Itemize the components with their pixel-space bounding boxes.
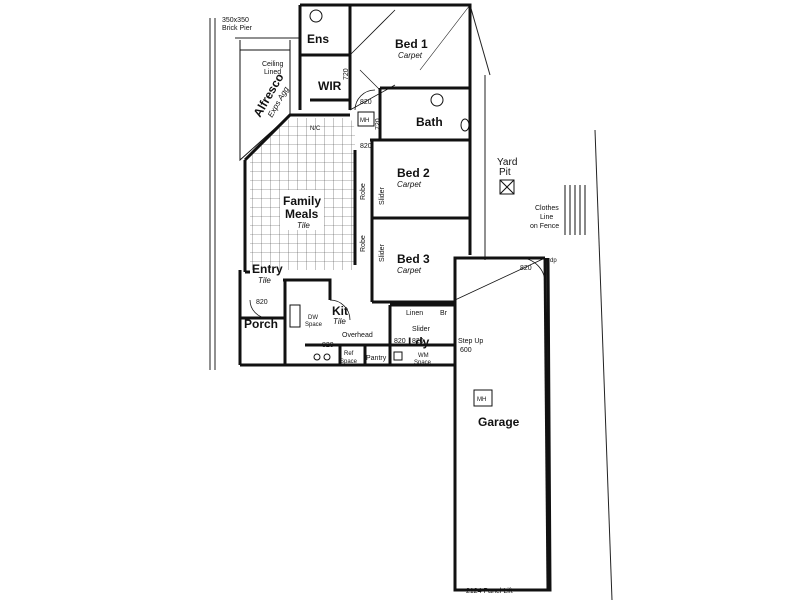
yard-pit-line2: Pit bbox=[499, 167, 511, 178]
bed-diagonals bbox=[359, 4, 471, 91]
dw-space-2: Space bbox=[305, 322, 323, 328]
ldy-trough bbox=[393, 351, 403, 361]
door-swings bbox=[249, 9, 546, 321]
sink-kit bbox=[289, 304, 301, 328]
slider-a: Slider bbox=[379, 186, 386, 205]
slider-c: Slider bbox=[412, 326, 431, 333]
mh-box-2 bbox=[473, 389, 493, 407]
room-ens: Ens bbox=[307, 32, 329, 46]
step-up-dim: 600 bbox=[460, 347, 472, 354]
dim-820-e: 820 bbox=[322, 342, 334, 349]
room-porch: Porch bbox=[244, 317, 278, 331]
boundary-lines bbox=[209, 4, 613, 600]
room-bed2: Bed 2 bbox=[397, 166, 430, 180]
dim-820-c: 820 bbox=[520, 265, 532, 272]
dim-720-b: 720 bbox=[375, 118, 382, 130]
wm-space-2: Space bbox=[414, 360, 432, 366]
room-wir: WIR bbox=[318, 79, 342, 93]
room-family: Family bbox=[283, 194, 321, 208]
mh-label-1: MH bbox=[360, 118, 369, 124]
toilet-ens bbox=[309, 9, 323, 23]
dim-820-g: 820 bbox=[412, 338, 424, 345]
mh-label-2: MH bbox=[477, 397, 486, 403]
dim-820-a: 820 bbox=[360, 99, 372, 106]
ceiling-line1: Ceiling bbox=[262, 61, 284, 68]
slider-b: Slider bbox=[379, 243, 386, 262]
room-entry: Entry bbox=[252, 262, 283, 276]
robe-b: Robe bbox=[360, 235, 367, 252]
dim-820-f: 820 bbox=[394, 338, 406, 345]
clothes-line3: on Fence bbox=[530, 223, 559, 230]
mh-box-1 bbox=[357, 111, 375, 127]
br: Br bbox=[440, 310, 448, 317]
room-bath: Bath bbox=[416, 115, 443, 129]
dim-720-a: 720 bbox=[343, 68, 350, 80]
dim-820-b: 820 bbox=[360, 143, 372, 150]
robe-a: Robe bbox=[360, 183, 367, 200]
room-garage: Garage bbox=[478, 415, 520, 429]
overhead: Overhead bbox=[342, 332, 373, 339]
entry-floor: Tile bbox=[258, 276, 271, 285]
walls bbox=[238, 3, 552, 592]
dim-820-d: 820 bbox=[256, 299, 268, 306]
dp-label: dp bbox=[550, 258, 557, 264]
yard-pit-line1: Yard bbox=[497, 157, 517, 168]
ref-space-2: Space bbox=[340, 359, 358, 365]
brick-pier-line2: Brick Pier bbox=[222, 25, 253, 32]
bed2-floor: Carpet bbox=[397, 180, 422, 189]
step-up: Step Up bbox=[458, 338, 483, 345]
room-kit: Kit bbox=[332, 304, 348, 318]
clothes-line1: Clothes bbox=[535, 205, 559, 212]
ceiling-line2: Lined bbox=[264, 69, 281, 76]
pantry: Pantry bbox=[366, 355, 387, 362]
family-label-bg bbox=[280, 190, 324, 230]
ref-space-1: Ref bbox=[344, 351, 354, 357]
room-ldy: Ldy bbox=[408, 335, 430, 349]
panel-lift: 2124 Panel Lift bbox=[466, 588, 513, 595]
alfresco-outline bbox=[239, 40, 291, 162]
yard-pit-box bbox=[499, 179, 515, 195]
wm-space-1: WM bbox=[418, 353, 429, 359]
clothes-line2: Line bbox=[540, 214, 553, 221]
dw-space-1: DW bbox=[308, 315, 318, 321]
room-bed3: Bed 3 bbox=[397, 252, 430, 266]
brick-pier-line1: 350x350 bbox=[222, 17, 249, 24]
room-meals: Meals bbox=[285, 207, 319, 221]
clothes-line-marker bbox=[564, 185, 586, 235]
bed3-floor: Carpet bbox=[397, 266, 422, 275]
family-floor: Tile bbox=[297, 221, 310, 230]
basin-bath bbox=[460, 118, 470, 132]
bed1-floor: Carpet bbox=[398, 51, 423, 60]
linen: Linen bbox=[406, 310, 423, 317]
nc-label: N/C bbox=[310, 126, 321, 132]
stove-1 bbox=[313, 353, 321, 361]
stove-2 bbox=[323, 353, 331, 361]
toilet-bath bbox=[430, 93, 444, 107]
room-bed1: Bed 1 bbox=[395, 37, 428, 51]
kit-floor: Tile bbox=[333, 317, 346, 326]
